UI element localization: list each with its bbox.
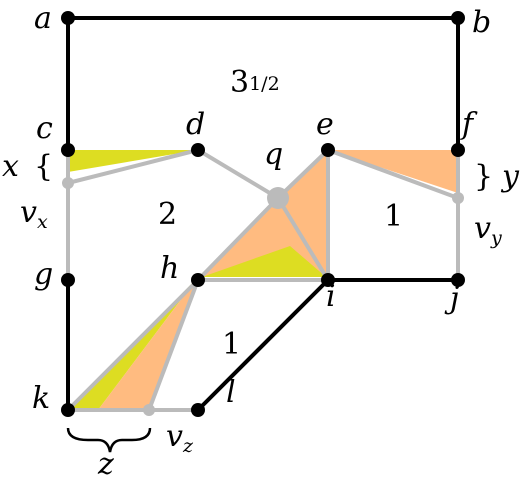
- vertex-j: [451, 273, 465, 287]
- vertex-vz: [143, 404, 155, 416]
- vertex-a: [61, 11, 75, 25]
- label-i: i: [326, 279, 336, 314]
- label-c: c: [36, 111, 53, 146]
- vertex-k: [61, 403, 75, 417]
- vertex-vx: [62, 177, 74, 189]
- label-vx-base: v: [20, 195, 37, 230]
- label-l: l: [226, 375, 236, 410]
- label-g: g: [34, 257, 53, 292]
- edge-vx-d: [67, 148, 199, 185]
- under-brace-z: [66, 427, 152, 453]
- orange-region-k: [98, 277, 198, 410]
- face-label-right: 1: [384, 199, 403, 234]
- gray-edges: [66, 148, 460, 412]
- yellow-region-hi: [202, 246, 326, 277]
- label-vy-base: v: [474, 211, 491, 246]
- label-vz: vz: [166, 419, 194, 457]
- vertex-f: [451, 143, 465, 157]
- vertex-c: [61, 143, 75, 157]
- label-q: q: [264, 137, 283, 172]
- edge-d-q: [196, 148, 280, 200]
- gray-vertices: [62, 177, 464, 416]
- vertex-vy: [452, 192, 464, 204]
- edge-q-h: [196, 196, 280, 282]
- label-x: x: [2, 149, 19, 184]
- label-vy-sub: y: [490, 227, 502, 249]
- vertex-e: [321, 143, 335, 157]
- right-brace-y: }: [474, 159, 493, 194]
- edge-q-i: [276, 196, 330, 282]
- face-label-outer: 31/2: [230, 65, 280, 100]
- label-y: y: [500, 159, 520, 194]
- label-b: b: [472, 5, 491, 40]
- vertex-l: [191, 403, 205, 417]
- edge-e-vy: [327, 148, 459, 200]
- vertex-d: [191, 143, 205, 157]
- label-e: e: [316, 107, 334, 142]
- edge-e-q: [276, 148, 330, 200]
- label-a: a: [34, 1, 52, 36]
- black-vertices: [61, 11, 465, 417]
- vertex-i: [321, 273, 335, 287]
- label-j: j: [444, 281, 459, 316]
- label-d: d: [186, 107, 205, 142]
- label-f: f: [460, 107, 478, 142]
- label-k: k: [32, 381, 50, 416]
- black-edges: [66, 16, 460, 412]
- face-label-outer-whole: 3: [230, 65, 249, 100]
- face-label-lower: 1: [222, 327, 241, 362]
- left-brace-x: {: [34, 149, 53, 184]
- vertex-b: [451, 11, 465, 25]
- vertex-h: [191, 273, 205, 287]
- edge-i-l: [196, 278, 330, 412]
- label-vz-sub: z: [182, 435, 194, 457]
- label-vz-base: v: [166, 419, 183, 454]
- vertex-q: [267, 187, 289, 209]
- face-label-left: 2: [158, 197, 177, 232]
- label-vx: vx: [20, 195, 48, 233]
- label-z: z: [97, 447, 114, 478]
- label-vx-sub: x: [37, 211, 48, 233]
- label-h: h: [160, 251, 179, 286]
- edge-h-vz: [147, 279, 200, 411]
- vertex-g: [61, 273, 75, 287]
- edge-c-a-b-f: [66, 16, 460, 150]
- label-vy: vy: [474, 211, 502, 249]
- yellow-region-cd: [68, 150, 198, 172]
- edge-h-k: [66, 278, 200, 412]
- face-label-outer-fraction: 1/2: [249, 73, 280, 95]
